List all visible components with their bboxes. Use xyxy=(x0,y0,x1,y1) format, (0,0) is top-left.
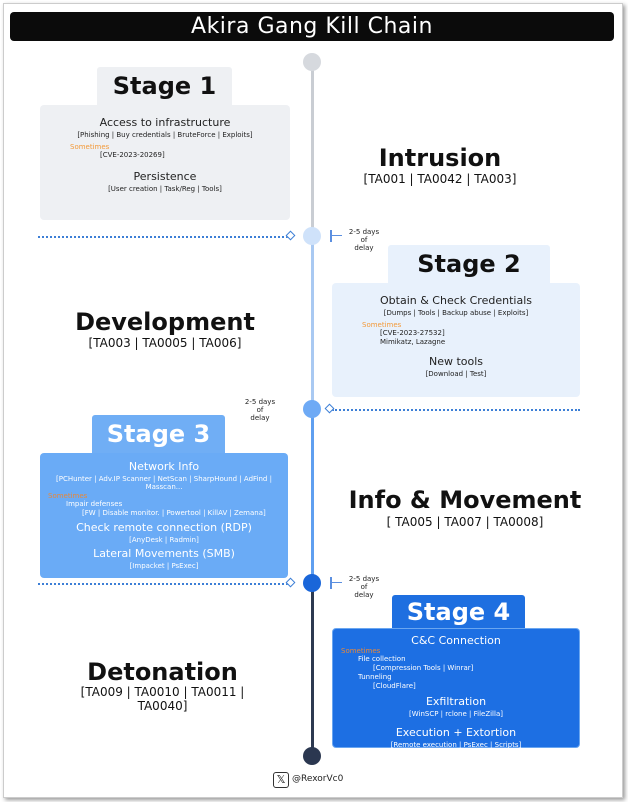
item-detail: [Remote execution | PsExec | Scripts] xyxy=(390,741,522,749)
phase-title: Development xyxy=(75,308,255,336)
timeline-node xyxy=(303,53,321,71)
delay-text: delay xyxy=(250,414,270,422)
phase-tactics: [TA003 | TA0005 | TA006] xyxy=(88,336,242,350)
sometimes-detail: Impair defenses xyxy=(66,500,123,508)
delay-text: of xyxy=(360,583,368,591)
phase-tactics: [TA001 | TA0042 | TA003] xyxy=(363,172,517,186)
sometimes-label: Sometimes xyxy=(48,492,88,500)
item-heading: Access to infrastructure xyxy=(99,116,231,129)
timeline-node xyxy=(303,574,321,592)
separator xyxy=(332,409,580,411)
item-detail: [PCHunter | Adv.IP Scanner | NetScan | S… xyxy=(56,475,272,491)
item-heading: Persistence xyxy=(133,170,197,183)
stage-2-tab: Stage 2 xyxy=(388,245,550,284)
item-detail: [Download | Test] xyxy=(425,370,487,378)
sometimes-label: Sometimes xyxy=(362,321,402,329)
separator xyxy=(38,583,288,585)
item-heading: Exfiltration xyxy=(425,695,487,708)
timeline-segment xyxy=(311,583,314,756)
timeline-segment xyxy=(311,62,314,236)
item-heading: Lateral Movements (SMB) xyxy=(93,547,235,560)
timeline-node xyxy=(303,747,321,765)
delay-marker xyxy=(330,577,342,589)
sometimes-detail: Mimikatz, Lazagne xyxy=(380,338,446,346)
phase-tactics: [TA009 | TA0010 | TA0011 | TA0040] xyxy=(80,685,245,713)
page-title: Akira Gang Kill Chain xyxy=(10,12,614,41)
phase-title: Info & Movement xyxy=(348,486,582,514)
timeline-segment xyxy=(311,236,314,409)
separator xyxy=(38,236,288,238)
stage-4-box: C&C Connection Sometimes File collection… xyxy=(332,628,580,749)
stage-3-tab: Stage 3 xyxy=(92,415,225,454)
item-detail: [AnyDesk | Radmin] xyxy=(129,536,199,544)
sometimes-detail: [FW | Disable monitor. | Powertool | Kil… xyxy=(82,509,266,517)
delay-text: delay xyxy=(354,244,374,252)
stage-4-tab: Stage 4 xyxy=(392,595,525,629)
timeline-node xyxy=(303,227,321,245)
item-detail: [Impacket | PsExec] xyxy=(129,562,199,570)
timeline-segment xyxy=(311,409,314,583)
sometimes-label: Sometimes xyxy=(70,143,110,151)
item-heading: Execution + Extortion xyxy=(395,726,517,739)
stage-1-box: Access to infrastructure [Phishing | Buy… xyxy=(40,105,290,220)
delay-text: delay xyxy=(354,591,374,599)
sometimes-label: Sometimes xyxy=(341,647,381,655)
item-heading: C&C Connection xyxy=(411,634,501,647)
delay-text: 2-5 days xyxy=(348,575,380,583)
item-heading: New tools xyxy=(428,355,484,368)
stage-3-box: Network Info [PCHunter | Adv.IP Scanner … xyxy=(40,453,288,578)
item-detail: [WinSCP | rclone | FileZilla] xyxy=(409,710,503,718)
page-frame xyxy=(3,3,623,798)
delay-text: of xyxy=(256,406,264,414)
sometimes-detail: [Compression Tools | Winrar] xyxy=(373,664,474,672)
sometimes-detail: Tunneling xyxy=(358,673,392,681)
delay-text: 2-5 days xyxy=(348,228,380,236)
phase-title: Detonation xyxy=(87,658,238,686)
item-detail: [Phishing | Buy credentials | BruteForce… xyxy=(77,131,253,139)
stage-1-tab: Stage 1 xyxy=(97,67,232,106)
sometimes-detail: [CloudFlare] xyxy=(373,682,416,690)
item-heading: Check remote connection (RDP) xyxy=(76,521,252,534)
delay-text: 2-5 days xyxy=(244,398,276,406)
timeline-node xyxy=(303,400,321,418)
sometimes-detail: File collection xyxy=(358,655,406,663)
x-logo-icon: 𝕏 xyxy=(273,772,289,788)
phase-title: Intrusion xyxy=(378,144,502,172)
sometimes-detail: [CVE-2023-27532] xyxy=(380,329,445,337)
delay-marker xyxy=(330,230,342,242)
item-heading: Obtain & Check Credentials xyxy=(380,294,532,307)
item-detail: [Dumps | Tools | Backup abuse | Exploits… xyxy=(383,309,529,317)
item-heading: Network Info xyxy=(128,460,200,473)
phase-tactics: [ TA005 | TA007 | TA0008] xyxy=(386,515,544,529)
author-handle: @RexorVc0 xyxy=(292,774,344,784)
sometimes-detail: [CVE-2023-20269] xyxy=(100,151,165,159)
delay-text: of xyxy=(360,236,368,244)
item-detail: [User creation | Task/Reg | Tools] xyxy=(108,185,222,193)
stage-2-box: Obtain & Check Credentials [Dumps | Tool… xyxy=(332,283,580,397)
